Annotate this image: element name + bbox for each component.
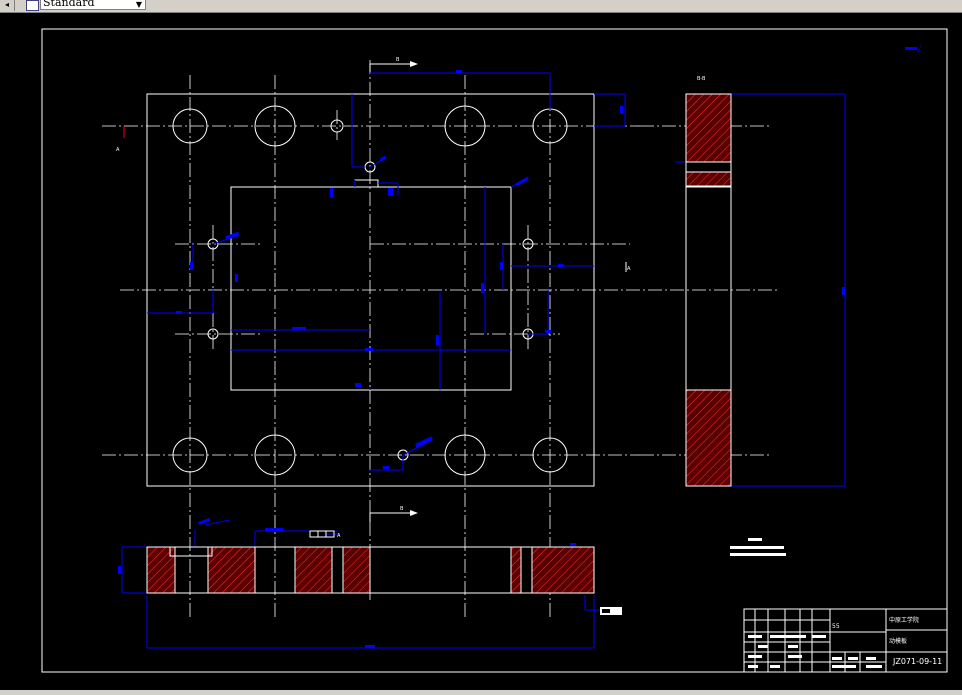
roughness-symbol: √ xyxy=(916,44,922,55)
title-block xyxy=(743,608,948,673)
drawing-canvas[interactable]: B B A A B-B A xyxy=(0,13,962,690)
section-bottom-label: B xyxy=(400,506,404,512)
text-style-icon[interactable] xyxy=(26,0,39,11)
cavity-pocket xyxy=(230,186,512,391)
hatch-region xyxy=(531,546,595,594)
hatch-region xyxy=(294,546,333,594)
hatch-region xyxy=(510,546,522,594)
center-lines xyxy=(102,60,780,620)
drawing-border xyxy=(41,28,948,673)
title-part-name: 动模板 xyxy=(889,637,907,645)
hatch-region xyxy=(146,546,176,594)
side-section-view: B-B xyxy=(685,76,732,487)
section-markers: B B A A xyxy=(116,57,631,522)
arrow-label-right: A xyxy=(627,266,631,272)
hatch-region xyxy=(342,546,371,594)
cad-drawing: B B A A B-B A xyxy=(41,28,948,673)
title-drawing-number: JZ071-09-11 xyxy=(892,657,942,666)
section-view-title: B-B xyxy=(697,76,706,82)
arrow-label-left: A xyxy=(116,147,120,153)
back-arrow-button[interactable]: ◂ xyxy=(0,0,15,11)
hatch-region xyxy=(685,389,732,487)
hatch-region xyxy=(685,171,732,187)
hatch-region xyxy=(685,93,732,163)
section-top-label: B xyxy=(396,57,400,63)
hatch-region xyxy=(207,546,256,594)
front-section-view: A xyxy=(146,530,622,615)
text-style-select[interactable]: Standard ▼ xyxy=(40,0,146,10)
toolbar: ◂ Standard ▼ xyxy=(0,0,962,13)
datum-label: A xyxy=(337,533,341,539)
title-quantity: 55 xyxy=(832,623,840,630)
title-school: 中原工学院 xyxy=(889,616,919,624)
technical-notes xyxy=(730,538,786,556)
text-style-value: Standard xyxy=(43,0,95,9)
chevron-down-icon[interactable]: ▼ xyxy=(135,0,142,9)
title-block-text: 55 中原工学院 动模板 JZ071-09-11 xyxy=(748,616,942,668)
